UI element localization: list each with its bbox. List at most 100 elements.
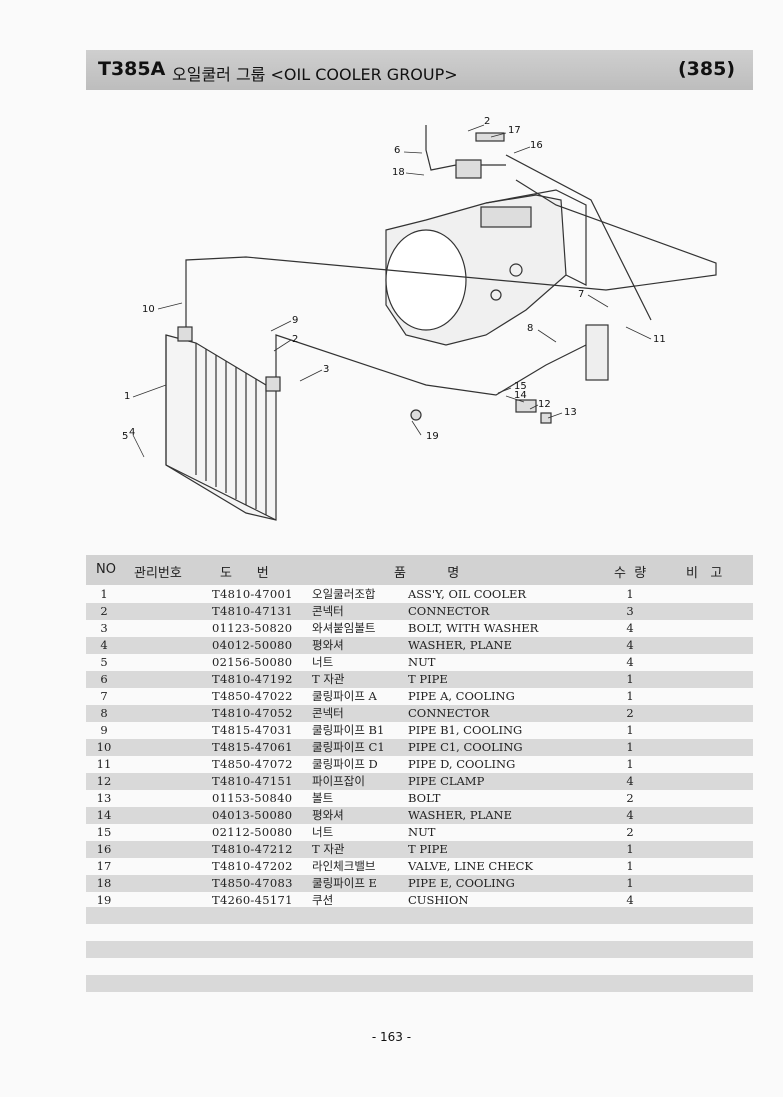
cell-name-korean: 쿨링파이프 C1 xyxy=(312,740,385,754)
cell-name-korean: 너트 xyxy=(312,655,334,669)
cell-name-english: ASS'Y, OIL COOLER xyxy=(408,587,527,601)
callout-3: 3 xyxy=(323,364,330,375)
cell-no: 17 xyxy=(96,859,112,873)
cell-drawing-number: 04013-50080 xyxy=(212,808,293,822)
cell-name-korean: 평와셔 xyxy=(312,808,344,822)
cell-drawing-number: T4810-47202 xyxy=(212,859,293,873)
cell-name-korean: 평와셔 xyxy=(312,638,344,652)
cell-no: 15 xyxy=(96,825,112,839)
page-number: - 163 - xyxy=(371,1030,412,1044)
cell-quantity: 3 xyxy=(626,604,634,618)
cell-quantity: 1 xyxy=(626,740,634,754)
cell-quantity: 1 xyxy=(626,587,634,601)
cell-name-english: BOLT xyxy=(408,791,441,805)
callout-16: 16 xyxy=(530,140,543,151)
callout-7: 7 xyxy=(578,289,585,300)
col-no: NO xyxy=(96,562,116,577)
cell-drawing-number: T4260-45171 xyxy=(212,893,293,907)
exploded-diagram: 2 17 6 16 18 10 9 2 7 8 11 3 1 15 14 12 … xyxy=(86,95,753,550)
cell-quantity: 2 xyxy=(626,791,634,805)
callout-17: 17 xyxy=(508,125,521,136)
callout-6: 6 xyxy=(394,145,401,156)
callout-2-mid: 2 xyxy=(292,334,299,345)
cell-no: 14 xyxy=(96,808,112,822)
cell-no: 12 xyxy=(96,774,112,788)
cell-name-korean: 쿠션 xyxy=(312,893,334,907)
cell-name-korean: 콘넥터 xyxy=(312,604,344,618)
cell-name-english: VALVE, LINE CHECK xyxy=(408,859,534,873)
cell-no: 7 xyxy=(100,689,108,703)
cell-name-english: WASHER, PLANE xyxy=(408,808,512,822)
callout-10: 10 xyxy=(142,304,155,315)
cell-no: 10 xyxy=(96,740,112,754)
cell-no: 11 xyxy=(96,757,112,771)
cell-name-english: CONNECTOR xyxy=(408,706,490,720)
cell-quantity: 4 xyxy=(626,621,634,635)
cell-no: 2 xyxy=(100,604,108,618)
cell-drawing-number: 02112-50080 xyxy=(212,825,293,839)
cell-name-korean: 쿨링파이프 D xyxy=(312,757,378,771)
cell-name-korean: 볼트 xyxy=(312,791,334,805)
cell-drawing-number: T4810-47151 xyxy=(212,774,293,788)
cell-name-english: PIPE B1, COOLING xyxy=(408,723,523,737)
cell-drawing-number: T4815-47031 xyxy=(212,723,293,737)
group-title: 오일쿨러 그룹 <OIL COOLER GROUP> xyxy=(172,65,458,84)
callout-12: 12 xyxy=(538,399,551,410)
empty-band xyxy=(86,941,753,958)
cell-name-korean: 파이프잡이 xyxy=(312,774,365,788)
cell-drawing-number: T4850-47072 xyxy=(212,757,293,771)
callout-14: 14 xyxy=(514,390,527,401)
cell-no: 3 xyxy=(100,621,108,635)
cell-quantity: 1 xyxy=(626,876,634,890)
cell-name-korean: 너트 xyxy=(312,825,334,839)
cell-quantity: 2 xyxy=(626,825,634,839)
fittings xyxy=(410,132,609,424)
cell-name-english: BOLT, WITH WASHER xyxy=(408,621,539,635)
cell-quantity: 4 xyxy=(626,893,634,907)
cell-drawing-number: T4850-47022 xyxy=(212,689,293,703)
cell-drawing-number: 02156-50080 xyxy=(212,655,293,669)
cell-name-english: PIPE A, COOLING xyxy=(408,689,515,703)
col-qty: 수 량 xyxy=(614,566,647,581)
cell-drawing-number: T4815-47061 xyxy=(212,740,293,754)
cell-no: 13 xyxy=(96,791,112,805)
cell-name-korean: 오일쿨러조합 xyxy=(312,587,376,601)
cell-name-korean: 쿨링파이프 B1 xyxy=(312,723,385,737)
cell-name-english: CONNECTOR xyxy=(408,604,490,618)
callout-18: 18 xyxy=(392,167,405,178)
cell-name-english: NUT xyxy=(408,655,436,669)
cell-name-english: T PIPE xyxy=(408,672,448,686)
cell-quantity: 4 xyxy=(626,808,634,822)
cell-name-korean: 쿨링파이프 A xyxy=(312,689,377,703)
cell-no: 8 xyxy=(100,706,108,720)
callout-13: 13 xyxy=(564,407,577,418)
cell-quantity: 1 xyxy=(626,842,634,856)
cell-name-korean: 쿨링파이프 E xyxy=(312,876,377,890)
cell-quantity: 1 xyxy=(626,757,634,771)
empty-band xyxy=(86,907,753,924)
cell-name-korean: 라인체크밸브 xyxy=(312,859,376,873)
group-code: T385A xyxy=(98,58,166,80)
empty-band xyxy=(86,975,753,992)
cell-drawing-number: T4810-47131 xyxy=(212,604,293,618)
callout-5: 5 xyxy=(122,431,129,442)
cell-drawing-number: 04012-50080 xyxy=(212,638,293,652)
cell-name-korean: T 자관 xyxy=(312,672,345,686)
callout-8: 8 xyxy=(527,323,534,334)
cell-name-english: NUT xyxy=(408,825,436,839)
parts-table-header: NO 관리번호 도 번 품 명 수 량 비 고 xyxy=(86,555,753,585)
callout-4: 4 xyxy=(129,427,136,438)
oil-cooler-drawing xyxy=(132,124,717,521)
callout-15: 15 xyxy=(514,381,527,392)
